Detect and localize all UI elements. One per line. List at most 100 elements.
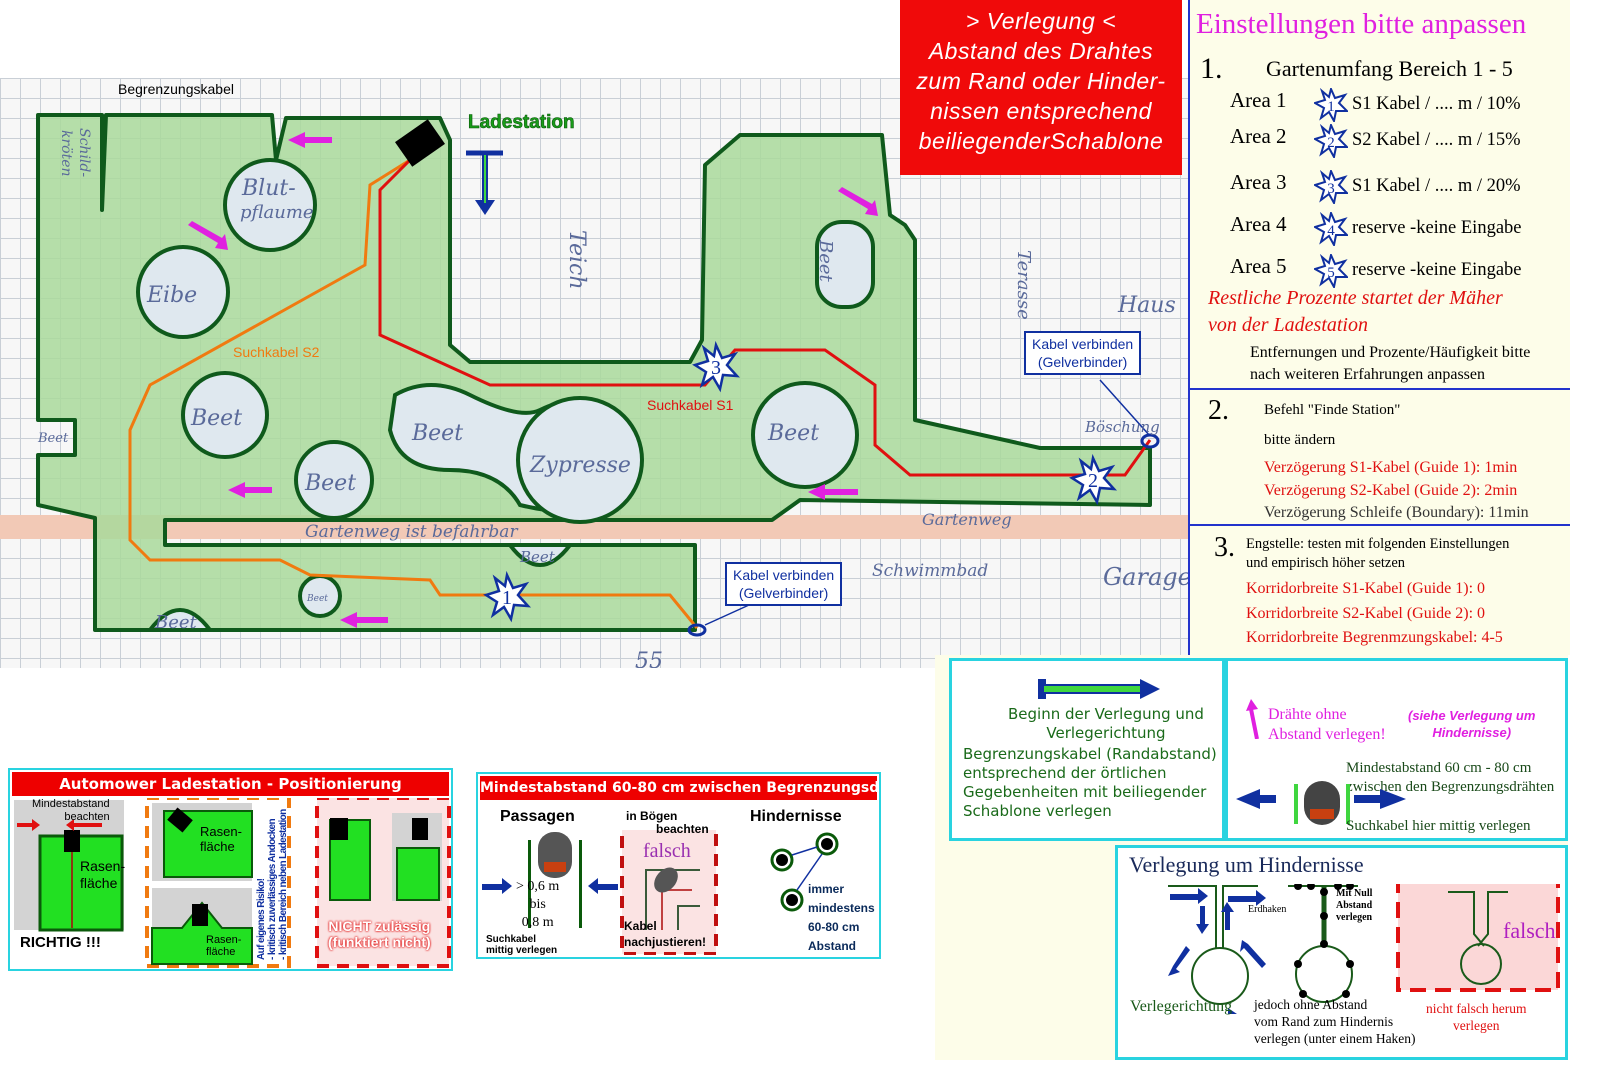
section-number: 1. <box>1200 52 1223 85</box>
obstacle-beet <box>181 371 269 459</box>
star-number: 4 <box>1327 223 1335 239</box>
station-positioning-panel: Automower Ladestation - Positionierung M… <box>8 768 453 971</box>
svg-text:55: 55 <box>635 649 663 668</box>
obstacle-laying-box: Verlegung um Hindernisse Verlegerichtung… <box>1115 845 1568 1060</box>
obstacles-heading: Hindernisse <box>750 808 842 825</box>
setting-item: Verzögerung Schleife (Boundary): 11min <box>1264 504 1529 521</box>
setting-item: Korridorbreite S1-Kabel (Guide 1): 0 <box>1246 580 1486 597</box>
obstacle-kompost <box>815 220 875 309</box>
obstacle-laying-title: Verlegung um Hindernisse <box>1129 852 1364 877</box>
svg-text:Blut-: Blut- <box>241 176 296 201</box>
section-title: Gartenumfang Bereich 1 - 5 <box>1266 56 1513 81</box>
area-setting: S1 Kabel / .... m / 20% <box>1352 176 1521 196</box>
heading-line: zum Rand oder Hinder- <box>916 68 1166 94</box>
area-name: Area 4 <box>1230 212 1287 236</box>
svg-text:Schwimmbad: Schwimmbad <box>872 561 988 581</box>
min-distance-panel: Mindestabstand 60-80 cm zwischen Begrenz… <box>476 772 881 959</box>
pink-arrow-icons <box>188 132 878 628</box>
svg-text:Haus: Haus <box>1117 293 1176 318</box>
hook-label: Erdhaken <box>1248 904 1287 915</box>
setting-item: Korridorbreite S2-Kabel (Guide 2): 0 <box>1246 605 1486 622</box>
lawn-label: Rasen-fläche <box>80 858 126 891</box>
obstacle-beet <box>294 440 374 520</box>
obstacle-blutpflaume <box>223 158 317 252</box>
panel-title: Mindestabstand 60-80 cm zwischen Begrenz… <box>480 776 877 800</box>
area-name: Area 2 <box>1230 124 1287 148</box>
svg-text:Garage: Garage <box>1103 563 1190 591</box>
garden-plan-drawing: 1 2 3 Begrenzungskabel Ladestation Suchk… <box>0 81 1190 668</box>
star-label: 3 <box>711 357 721 379</box>
connector-callout-1: Kabel verbinden(Gelverbinder) <box>725 562 843 606</box>
setting-item: Verzögerung S2-Kabel (Guide 2): 2min <box>1264 482 1518 499</box>
svg-text:Beet: Beet <box>306 594 328 604</box>
area-setting: reserve -keine Eingabe <box>1352 260 1522 280</box>
mower-passage-icon <box>1236 781 1406 825</box>
svg-text:Beet: Beet <box>815 239 836 283</box>
obstacle-zypresse <box>516 396 644 524</box>
star-markers <box>483 340 1118 623</box>
distance-diagram <box>482 830 839 955</box>
direction-label: Verlegerichtung <box>1130 998 1233 1015</box>
lawn-label: Rasen-fläche <box>200 824 242 854</box>
wrong-label: falsch <box>1503 918 1556 943</box>
passages-heading: Passagen <box>500 808 575 825</box>
pink-arrow-icon <box>1246 699 1259 739</box>
handwritten-labels: Blut-pflaume Eibe Beet Beet Beet Zypress… <box>37 128 1190 668</box>
search-cable-s1 <box>378 148 1152 477</box>
obstacle-laying-diagram <box>1168 884 1560 1014</box>
suchkabel-note: Suchkabel hier mittig verlegen <box>1346 818 1531 834</box>
begin-text-2: Begrenzungskabel (Randabstand)entspreche… <box>963 745 1217 820</box>
area-setting: S1 Kabel / .... m / 10% <box>1352 94 1521 114</box>
heading-line: beiliegenderSchablone <box>918 128 1164 154</box>
lawn-label: Rasen-fläche <box>206 934 242 958</box>
svg-text:Beet: Beet <box>411 421 463 446</box>
svg-text:Beet: Beet <box>190 406 242 431</box>
section-title: Engstelle: testen mit folgenden Einstell… <box>1246 536 1510 552</box>
svg-text:Teich: Teich <box>564 230 589 290</box>
lawn-boundary <box>36 113 1152 632</box>
svg-text:Eibe: Eibe <box>146 283 197 308</box>
note: bitte ändern <box>1264 432 1336 448</box>
note: nach weiteren Erfahrungen anpassen <box>1250 366 1485 383</box>
settings-panel: Einstellungen bitte anpassen 1. Gartenum… <box>1188 0 1570 655</box>
star-icon: 3 <box>1314 170 1348 204</box>
section-title: Befehl "Finde Station" <box>1264 402 1401 418</box>
svg-text:Gartenweg ist befahrbar: Gartenweg ist befahrbar <box>305 522 518 542</box>
obstacles <box>136 158 875 632</box>
star-icon: 4 <box>1314 212 1348 246</box>
star-number: 2 <box>1327 135 1335 151</box>
svg-text:pflaume: pflaume <box>240 202 314 223</box>
star-icon: 2 <box>1314 124 1348 158</box>
svg-text:Gartenweg: Gartenweg <box>922 510 1012 529</box>
section-number: 2. <box>1208 395 1229 426</box>
s2-label: Suchkabel S2 <box>233 344 320 360</box>
not-allowed-label: NICHT zulässig(funktiert nicht) <box>328 918 431 950</box>
panel-title: Automower Ladestation - Positionierung <box>12 772 449 796</box>
rest-note: Restliche Prozente startet der Mäher <box>1208 287 1503 309</box>
svg-text:Beet: Beet <box>154 612 198 633</box>
svg-text:Beet: Beet <box>304 471 356 496</box>
star-number: 3 <box>1327 181 1335 197</box>
svg-text:Beet: Beet <box>37 431 69 446</box>
svg-text:Zypresse: Zypresse <box>529 453 631 478</box>
obstacle-eibe <box>136 245 230 339</box>
svg-text:Beet: Beet <box>519 548 556 566</box>
heading-line: nissen entsprechend <box>930 98 1152 124</box>
heading-line: Abstand des Drahtes <box>928 38 1154 64</box>
star-label: 1 <box>502 587 512 609</box>
settings-title: Einstellungen bitte anpassen <box>1196 8 1527 40</box>
